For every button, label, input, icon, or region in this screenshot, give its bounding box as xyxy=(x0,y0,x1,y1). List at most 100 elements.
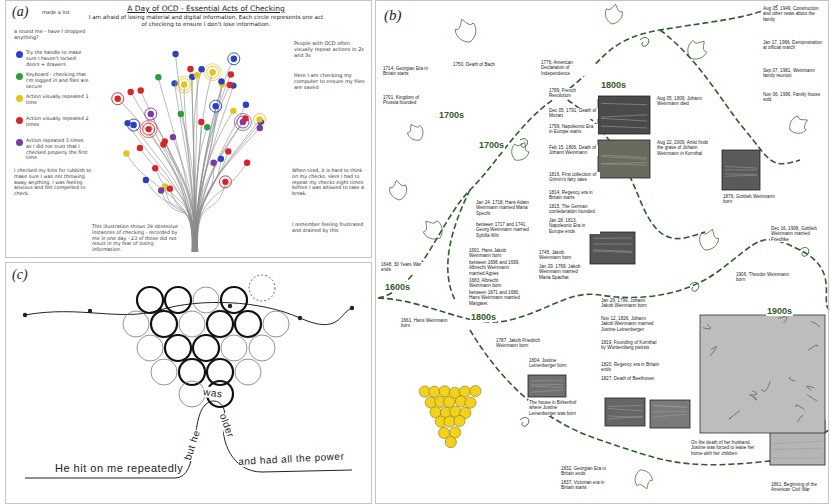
map-line xyxy=(761,381,770,391)
legend-swatch xyxy=(16,139,23,146)
vine-leaf xyxy=(632,467,655,492)
check-dot xyxy=(167,185,173,191)
period-label: 1700s xyxy=(478,140,505,150)
vine-tendril xyxy=(800,247,809,256)
photo-detail xyxy=(601,115,647,117)
timeline-event: 1820, Regency era in Britain ends xyxy=(600,362,660,373)
check-dot xyxy=(170,134,176,140)
timeline-event: Jan 17, 1966, Demonstration at official … xyxy=(762,40,828,51)
legend-text: Action repeated 3 times as I did not tru… xyxy=(26,138,90,161)
timeline-event: 1789, French Revolution xyxy=(548,88,598,99)
check-dot xyxy=(187,66,193,72)
vine-line xyxy=(378,5,780,298)
check-dot xyxy=(155,74,161,80)
photo-detail xyxy=(531,386,563,388)
check-dot xyxy=(230,108,236,114)
check-dot xyxy=(143,177,149,183)
check-dot xyxy=(204,124,210,130)
pattern-circle xyxy=(165,335,191,361)
photo-detail xyxy=(725,169,757,170)
grape xyxy=(470,386,481,397)
check-dot xyxy=(145,126,151,132)
annotation-note: This illustration shows 39 obsessive ins… xyxy=(92,224,180,253)
check-dot xyxy=(198,66,204,72)
timeline-event: 1876, Gottlieb Weinmann born xyxy=(722,194,780,205)
photo-detail xyxy=(593,243,632,244)
check-dot xyxy=(242,115,248,121)
pattern-circle xyxy=(263,311,289,337)
panel-subtitle: I am afraid of losing material and digit… xyxy=(86,14,326,27)
timeline-event: 1827, Death of Beethoven xyxy=(600,376,660,381)
photo-detail xyxy=(593,238,632,239)
checking-tree xyxy=(112,51,266,252)
map-line xyxy=(796,405,805,409)
timeline-event: Aug 05, 1809, Johann Weinmann died xyxy=(656,96,708,107)
period-label: 1900s xyxy=(766,306,793,316)
panel-title: A Day of OCD - Essential Acts of Checkin… xyxy=(106,4,306,13)
repeat-ring xyxy=(234,114,251,131)
annotation-note: When tired, it is hard to think on my ch… xyxy=(292,168,366,197)
map-line xyxy=(807,394,817,401)
pattern-circle xyxy=(123,311,149,337)
photo xyxy=(528,375,566,397)
timeline-event: Nov 06, 1996, Family house sold xyxy=(762,92,828,103)
period-label: 1600s xyxy=(384,282,411,292)
photo-detail xyxy=(593,250,632,252)
annotation-note: Here I am checking my computer to ensure… xyxy=(294,72,366,90)
tree-branch xyxy=(195,74,231,252)
timeline-event: 1776, American Declaration of Independen… xyxy=(540,60,594,76)
vine-line xyxy=(448,190,470,300)
check-dot xyxy=(115,96,121,102)
timeline-event: between 1671 and 1680, Hans Weinmann mar… xyxy=(468,290,526,306)
timeline-event: between 1696 and 1699, Albrecht Weinmann… xyxy=(468,260,526,276)
tree-branch xyxy=(197,163,247,252)
check-dot xyxy=(172,51,178,57)
pattern-circle xyxy=(221,287,247,313)
timeline-event: 1837, Victorian era in Britain starts xyxy=(560,480,617,491)
photo xyxy=(650,400,690,428)
tree-branch xyxy=(195,163,214,252)
photo-detail xyxy=(608,408,642,410)
pattern-circle xyxy=(137,335,163,361)
timeline-event: 1906, Theodor Weinmann born xyxy=(735,272,792,283)
photo-detail xyxy=(601,156,647,159)
check-dot xyxy=(130,122,136,128)
photo-detail xyxy=(601,155,647,158)
photo-detail xyxy=(601,103,647,104)
check-dot xyxy=(222,179,228,185)
vine-leaf xyxy=(404,121,426,144)
tree-branch xyxy=(146,180,192,252)
timeline-event: Sep 07, 1981, Weinmann family reunion xyxy=(762,68,828,79)
tree-branch xyxy=(191,69,194,252)
map-line xyxy=(710,346,716,356)
photo xyxy=(598,96,650,134)
check-dot xyxy=(138,87,144,93)
timeline-event: 1701, Kingdom of Prussia founded xyxy=(382,95,434,106)
legend-swatch xyxy=(16,117,23,124)
check-dot xyxy=(257,125,263,131)
map-line xyxy=(703,324,711,329)
map-line xyxy=(808,345,818,350)
check-dot xyxy=(178,111,184,117)
repeat-ring xyxy=(128,119,140,131)
photo-detail xyxy=(601,164,647,165)
timeline-event: 1799, Napoleonic Era in Europe starts xyxy=(548,124,598,135)
photo-detail xyxy=(601,126,647,128)
check-dot xyxy=(243,101,249,107)
grape xyxy=(465,397,476,408)
vine-leaf xyxy=(452,16,479,46)
check-dot xyxy=(218,156,224,162)
check-dot xyxy=(123,150,129,156)
pattern-circle xyxy=(221,335,247,361)
timeline-event: Nov 12, 1826, Johann Jakob Weinmann marr… xyxy=(600,316,660,332)
photo-detail xyxy=(653,405,687,407)
timeline-event: Dec 05, 1791, Death of Mozart xyxy=(548,108,598,119)
repeat-ring xyxy=(210,100,222,112)
line-dot xyxy=(88,309,92,313)
annotation-note: a round me - have I dropped anything? xyxy=(14,28,86,40)
tree-branch xyxy=(195,159,221,252)
photo-detail xyxy=(725,173,757,174)
annotation-note: I checked my bins for rubbish to make su… xyxy=(14,168,92,197)
map-line xyxy=(789,377,795,381)
